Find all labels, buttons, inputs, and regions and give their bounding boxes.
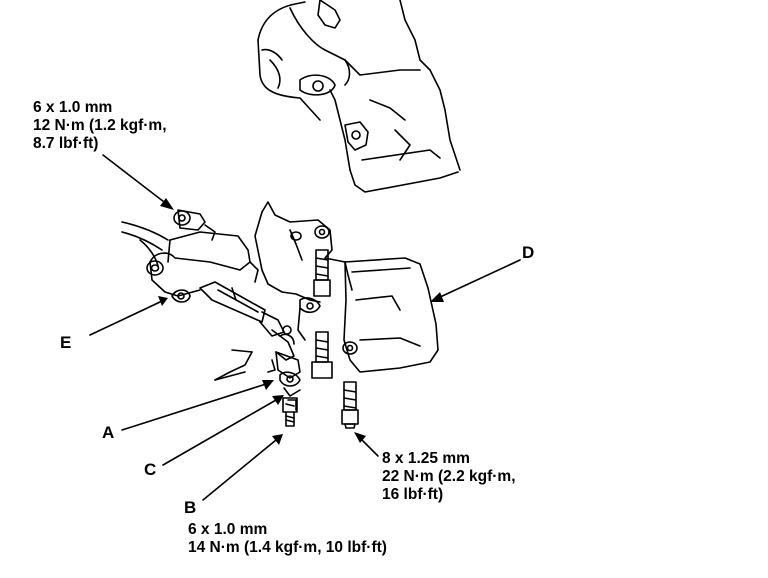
spec-line: 8.7 lbf·ft): [33, 135, 99, 152]
bolt-b: [285, 399, 297, 411]
coolant-pipe: [121, 221, 169, 267]
leader-lines: [89, 154, 521, 501]
engine-casting: [257, 0, 461, 193]
mounting-bracket: [254, 201, 346, 379]
spec-line: 16 lbf·ft): [382, 486, 444, 503]
spec-line: 6 x 1.0 mm: [188, 521, 268, 538]
callout-b: B: [184, 498, 197, 517]
callout-c: C: [144, 460, 157, 479]
torque-spec-upper-left: 6 x 1.0 mm 12 N·m (1.2 kgf·m, 8.7 lbf·ft…: [33, 99, 167, 153]
linkage-parts: [214, 349, 301, 427]
spec-line: 22 N·m (2.2 kgf·m,: [382, 468, 516, 485]
spec-line: 8 x 1.25 mm: [382, 450, 470, 467]
spec-line: 6 x 1.0 mm: [33, 99, 113, 116]
callout-a: A: [102, 423, 115, 442]
spec-line: 14 N·m (1.4 kgf·m, 10 lbf·ft): [188, 539, 387, 556]
spec-line: 12 N·m (1.2 kgf·m,: [33, 117, 167, 134]
torque-spec-bolt-b: 6 x 1.0 mm 14 N·m (1.4 kgf·m, 10 lbf·ft): [188, 521, 387, 557]
callout-d: D: [522, 243, 535, 262]
torque-spec-lower-right: 8 x 1.25 mm 22 N·m (2.2 kgf·m, 16 lbf·ft…: [382, 450, 516, 504]
right-bolt: [341, 381, 359, 429]
actuator-assembly: [146, 209, 295, 361]
cover-plate: [342, 257, 439, 373]
callout-e: E: [60, 333, 72, 352]
